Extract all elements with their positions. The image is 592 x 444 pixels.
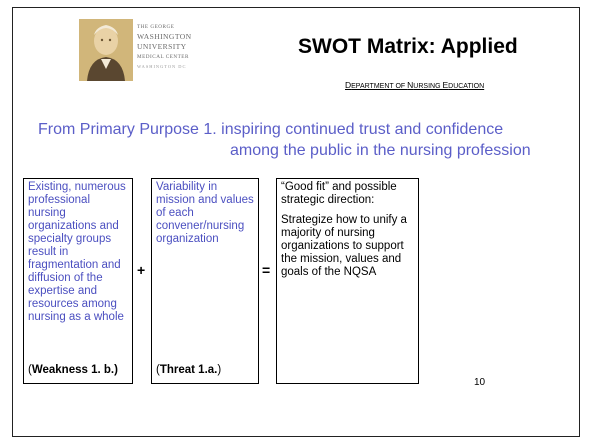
threat-tag-close: ) (217, 364, 222, 376)
threat-text: Variability in mission and values of eac… (156, 181, 254, 245)
threat-tag: (Threat 1.a.) (156, 364, 221, 377)
threat-tag-label: Threat 1.a. (159, 364, 218, 376)
university-name: THE GEORGE WASHINGTON UNIVERSITY MEDICAL… (137, 22, 241, 72)
strategy-heading: “Good fit” and possible strategic direct… (281, 181, 397, 206)
logo-line-4: MEDICAL CENTER (137, 54, 189, 60)
department-label: DEPARTMENT OF NURSING EDUCATION (345, 80, 484, 90)
logo-line-1: THE GEORGE (137, 24, 175, 30)
dept-word-2: URSING (413, 83, 443, 90)
dept-initial-d: D (345, 80, 352, 90)
plus-operator: + (137, 262, 146, 278)
threat-tag-open: ( (156, 364, 160, 376)
strategy-box: “Good fit” and possible strategic direct… (276, 178, 419, 384)
weakness-tag: (Weakness 1. b.) (28, 364, 118, 377)
dept-initial-e: E (442, 80, 449, 90)
weakness-tag-open: ( (28, 364, 32, 376)
equals-operator: = (262, 262, 271, 278)
purpose-line-1: From Primary Purpose 1. inspiring contin… (38, 121, 504, 138)
dept-word-1: EPARTMENT OF (351, 83, 408, 90)
weakness-text: Existing, numerous professional nursing … (28, 181, 126, 323)
logo-line-5: WASHINGTON DC (137, 64, 187, 69)
page-number: 10 (474, 377, 486, 388)
washington-portrait-icon (79, 19, 133, 81)
strategy-body: Strategize how to unify a majority of nu… (281, 214, 407, 278)
weakness-box: Existing, numerous professional nursing … (23, 178, 133, 384)
logo-line-3: UNIVERSITY (137, 42, 187, 51)
dept-initial-n: N (407, 80, 414, 90)
gwu-logo: THE GEORGE WASHINGTON UNIVERSITY MEDICAL… (79, 19, 241, 81)
slide-title: SWOT Matrix: Applied (298, 35, 518, 58)
slide: THE GEORGE WASHINGTON UNIVERSITY MEDICAL… (12, 7, 580, 437)
threat-box: Variability in mission and values of eac… (151, 178, 259, 384)
primary-purpose: From Primary Purpose 1. inspiring contin… (38, 119, 531, 161)
logo-line-2: WASHINGTON (137, 32, 192, 41)
purpose-line-2: among the public in the nursing professi… (230, 142, 531, 159)
weakness-tag-label: Weakness 1. b.) (31, 364, 118, 376)
dept-word-3: DUCATION (448, 83, 485, 90)
